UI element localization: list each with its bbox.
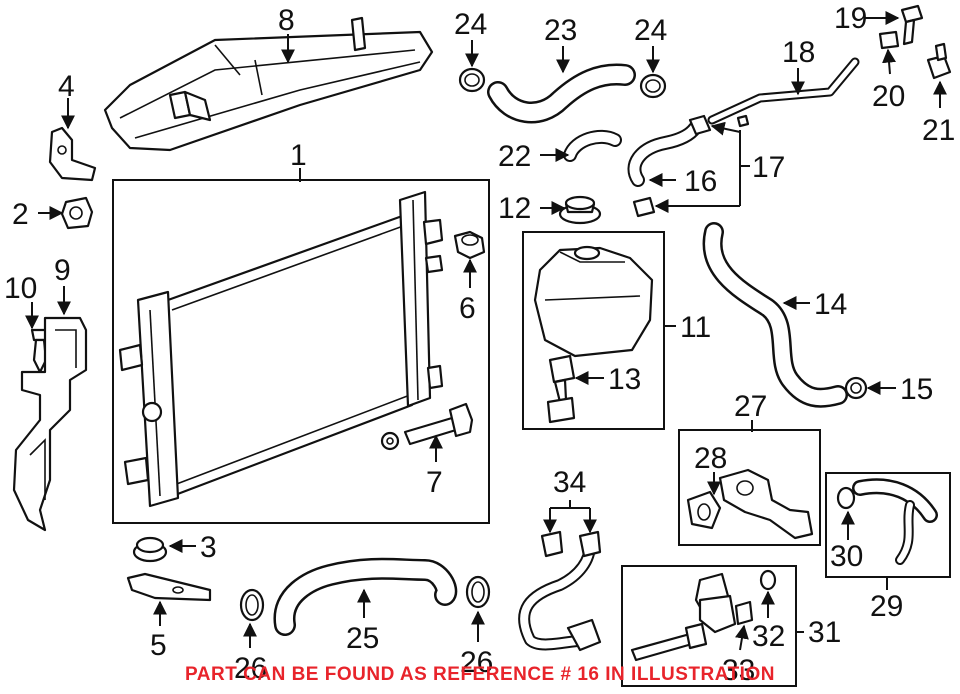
callout-5: 5	[150, 629, 167, 662]
callout-10: 10	[4, 272, 37, 305]
callout-30: 30	[830, 540, 863, 573]
part-7-drain-cock	[380, 402, 474, 451]
callout-19: 19	[834, 2, 867, 35]
callout-27: 27	[734, 390, 767, 423]
part-5-bracket	[126, 572, 212, 602]
part-2-isolator	[60, 196, 94, 230]
callout-26-right: 26	[460, 646, 493, 679]
part-16-hose	[627, 121, 702, 187]
thermostat-group-frame	[678, 429, 821, 546]
callout-1: 1	[290, 139, 307, 172]
part-19-fitting	[900, 4, 924, 46]
callout-8: 8	[278, 4, 295, 37]
part-15-clamp	[844, 376, 868, 400]
callout-26-left: 26	[234, 652, 267, 685]
reservoir-group-frame	[522, 231, 665, 430]
callout-24-right: 24	[634, 14, 667, 47]
footer-note: PART CAN BE FOUND AS REFERENCE # 16 IN I…	[185, 664, 775, 685]
part-33-seal	[734, 600, 754, 626]
part-13-sensor	[546, 354, 576, 424]
callout-12: 12	[498, 192, 531, 225]
part-3-grommet	[132, 536, 168, 563]
part-22-small-hose	[563, 129, 622, 162]
callout-17: 17	[752, 151, 785, 184]
callout-25: 25	[346, 622, 379, 655]
part-30-o-ring	[836, 486, 856, 510]
callout-33: 33	[722, 654, 755, 687]
part-26-clamp-right	[465, 575, 491, 609]
callout-20: 20	[872, 80, 905, 113]
callout-21: 21	[922, 114, 955, 147]
part-11-reservoir	[522, 231, 665, 430]
callout-9: 9	[54, 254, 71, 287]
part-8-air-baffle	[103, 16, 434, 152]
part-18-pipe	[707, 57, 860, 128]
pump-group-frame	[621, 565, 797, 687]
part-9-side-deflector	[12, 316, 88, 532]
part-20-clip	[878, 30, 900, 50]
part-24-clamp-left	[458, 67, 486, 93]
callout-15: 15	[900, 373, 933, 406]
part-26-clamp-left	[239, 588, 265, 622]
part-24-clamp-right	[639, 73, 667, 99]
part-17-clamp	[632, 114, 712, 218]
part-23-upper-hose	[487, 63, 636, 124]
part-32-o-ring	[759, 569, 777, 591]
callout-34: 34	[553, 466, 586, 499]
part-27-thermostat-housing	[678, 429, 821, 546]
callout-16: 16	[684, 165, 717, 198]
part-28-gasket	[686, 490, 722, 530]
part-12-cap	[558, 195, 602, 225]
callout-13: 13	[608, 363, 641, 396]
callout-22: 22	[498, 140, 531, 173]
outlet-group-frame	[825, 472, 951, 578]
part-4-bracket	[48, 126, 97, 182]
part-6-plug	[453, 230, 486, 260]
callout-14: 14	[814, 288, 847, 321]
part-1-radiator	[112, 179, 490, 524]
part-25-lower-hose	[273, 557, 458, 636]
leader-lines	[25, 11, 947, 651]
callout-4: 4	[58, 70, 75, 103]
callout-2: 2	[12, 198, 29, 231]
part-14-heater-hose	[702, 222, 848, 408]
callout-32: 32	[752, 620, 785, 653]
part-29-outlet-pipe	[825, 472, 951, 578]
callout-3: 3	[200, 531, 217, 564]
callout-23: 23	[544, 14, 577, 47]
callout-11: 11	[680, 311, 711, 344]
callout-18: 18	[782, 36, 815, 69]
part-31-housing	[621, 565, 797, 687]
part-21-connector	[926, 42, 952, 80]
callout-29: 29	[870, 590, 903, 623]
callout-28: 28	[694, 442, 727, 475]
callout-31: 31	[808, 616, 841, 649]
callout-6: 6	[459, 292, 476, 325]
callout-7: 7	[426, 466, 443, 499]
callout-24-left: 24	[454, 8, 487, 41]
callout-numbers: 1 2 3 4 5 6 7 8 9 10 11 12 13 14 15 16 1…	[4, 2, 955, 687]
part-34-overflow-hose	[518, 530, 602, 652]
